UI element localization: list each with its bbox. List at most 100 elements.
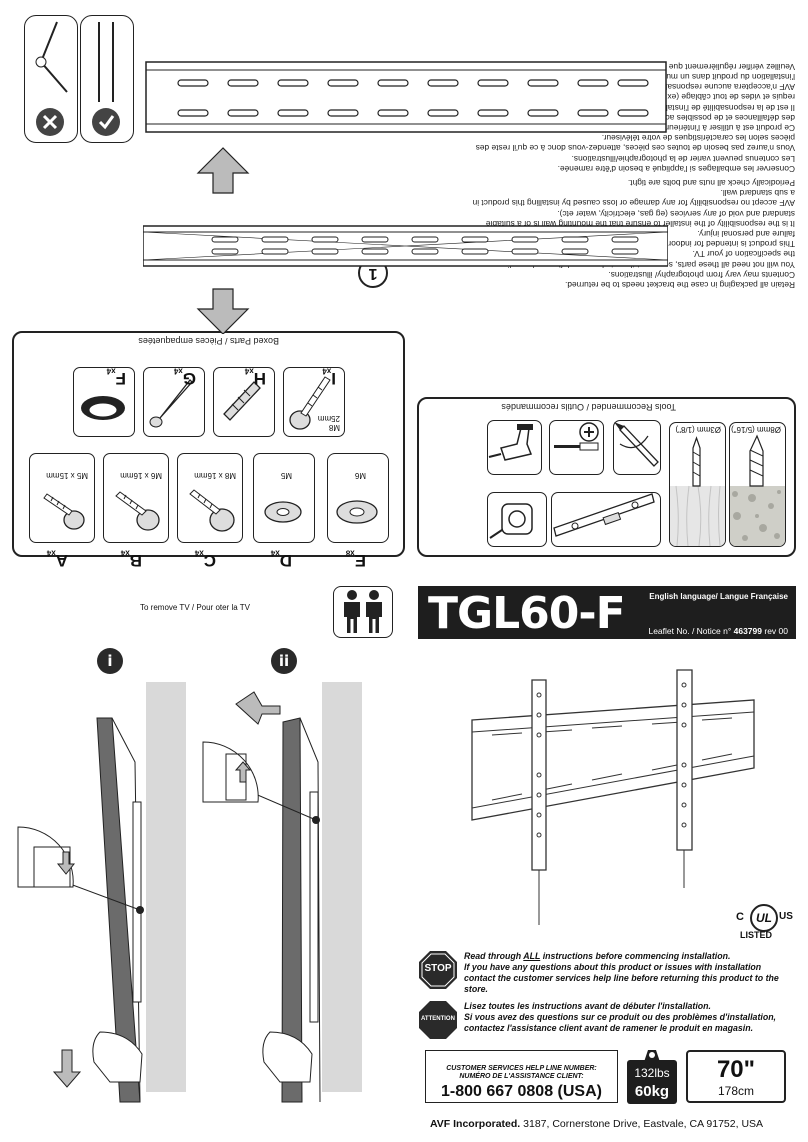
drill-bit-wood: Ø3mm (1/8") <box>669 422 726 547</box>
drill-bit-masonry: Ø8mm (5/16") <box>729 422 786 547</box>
part-a-letter: Ax4 <box>46 548 68 570</box>
two-person-lift-icon <box>333 586 393 638</box>
max-weight-badge: 132lbs 60kg <box>627 1060 677 1104</box>
ul-listed-text: LISTED <box>740 930 773 940</box>
weight-lbs: 132lbs <box>634 1066 670 1080</box>
parts-panel: Boxed Parts / Pièces empaquetées M6 Ex8 … <box>12 331 405 570</box>
leaflet-code: 463799 <box>733 626 762 636</box>
part-e-spec: M6 <box>354 471 366 480</box>
company-footer: AVF Incorporated. 3187, Cornerstone Driv… <box>430 1118 763 1130</box>
spirit-level-icon <box>553 493 655 537</box>
part-c-tile: M8 x 16mm Cx4 <box>177 453 243 570</box>
correct-fixing-tile <box>80 15 134 143</box>
drill-tool-tile <box>487 420 542 475</box>
part-c-spec: M8 x 16mm <box>194 471 236 480</box>
part-a-spec: M5 x 15mm <box>46 471 88 480</box>
company-address: 3187, Cornerstone Drive, Eastvale, CA 91… <box>523 1118 764 1130</box>
instr-en-pre: Read through <box>464 951 524 961</box>
masonry-bit-icon <box>729 434 785 546</box>
wall-plate-side-view <box>143 147 668 334</box>
bolt-m8-icon <box>189 489 235 532</box>
help-phone-number[interactable]: 1-800 667 0808 (USA) <box>441 1083 602 1100</box>
instr-fr-line1: Lisez toutes les instructions avant de d… <box>464 1001 711 1011</box>
tape-measure-icon <box>489 503 533 539</box>
company-name: AVF Incorporated. <box>430 1118 521 1130</box>
remove-tv-diagram <box>17 682 362 1103</box>
bolt-m6-icon <box>115 491 160 531</box>
level-tool-tile <box>551 492 661 547</box>
language-label: English language/ Langue Française <box>649 592 788 601</box>
pencil-tool-tile <box>613 420 661 475</box>
weight-handle-icon <box>644 1050 660 1062</box>
ul-listed-mark: C UL US <box>736 903 793 953</box>
part-f-letter: Fx4 <box>106 366 126 388</box>
help-line-box: CUSTOMER SERVICES HELP LINE NUMBER: NUMÉ… <box>425 1050 618 1103</box>
stop-sign-label: STOP <box>424 963 452 974</box>
part-e-letter: Ex8 <box>345 548 366 570</box>
leaflet-number: Leaflet No. / Notice n° 463799 rev 00 <box>648 626 788 636</box>
part-i-tile: M8 25mm Ix4 <box>283 367 345 437</box>
spacer-ring-icon <box>81 396 125 420</box>
washer-small-icon <box>264 501 302 523</box>
part-b-spec: M6 x 16mm <box>120 471 162 480</box>
instructions-french: Lisez toutes les instructions avant de d… <box>464 1001 794 1034</box>
screen-size-cm: 178cm <box>717 1084 755 1098</box>
instructions-english: Read through ALL instructions before com… <box>464 951 794 995</box>
rotated-frame: Tools Recommended / Outils recommandés Ø… <box>12 15 796 570</box>
incorrect-fixing-tile <box>24 15 78 143</box>
step-ii-badge: ii <box>271 648 297 674</box>
wall-plate-top-view <box>145 61 667 133</box>
title-bar: TGL60-F English language/ Langue Françai… <box>418 586 796 639</box>
part-i-letter: Ix4 <box>322 366 336 388</box>
masonry-bit-label: Ø8mm (5/16") <box>731 425 781 434</box>
ul-c: C <box>736 911 744 923</box>
part-a-tile: M5 x 15mm Ax4 <box>29 453 95 570</box>
wall-plug-icon <box>223 381 261 421</box>
part-d-tile: M5 Dx4 <box>253 453 315 570</box>
part-d-letter: Dx4 <box>270 548 292 570</box>
instr-en-all: ALL <box>523 951 541 961</box>
part-d-spec: M5 <box>280 471 292 480</box>
help-label-en: CUSTOMER SERVICES HELP LINE NUMBER: <box>446 1065 597 1072</box>
part-e-tile: M6 Ex8 <box>327 453 389 570</box>
pencil-icon <box>614 422 659 467</box>
remove-tv-title: To remove TV / Pour oter la TV <box>140 603 250 612</box>
screw-icon <box>149 379 193 428</box>
instr-en-rest: If you have any questions about this pro… <box>464 962 779 994</box>
screwdriver-icon <box>554 422 599 451</box>
instr-fr-rest: Si vous avez des questions sur ce produi… <box>464 1012 777 1033</box>
bracket-illustration <box>471 669 755 925</box>
ul-us: US <box>779 911 793 922</box>
step-i-badge: i <box>97 648 123 674</box>
tools-title: Tools Recommended / Outils recommandés <box>501 402 676 412</box>
ul-ul: UL <box>756 911 772 925</box>
part-b-letter: Bx4 <box>120 548 142 570</box>
wood-bit-label: Ø3mm (1/8") <box>675 425 721 434</box>
attention-sign-label: ATTENTION <box>421 1016 455 1022</box>
incorrect-fixing-icon <box>35 21 68 136</box>
screwdriver-tool-tile <box>549 420 604 475</box>
correct-fixing-icon <box>92 22 120 136</box>
wood-bit-icon <box>669 436 725 547</box>
part-h-letter: Hx4 <box>244 366 266 388</box>
help-label-fr: NUMÉRO DE L'ASSISTANCE CLIENT: <box>459 1073 584 1080</box>
power-drill-icon <box>488 424 533 461</box>
part-f-tile: Fx4 <box>73 367 135 437</box>
stop-sign-icon <box>419 951 457 989</box>
screen-size-inches: 70" <box>716 1056 756 1083</box>
leaflet-rev: rev 00 <box>764 626 788 636</box>
part-b-tile: M6 x 16mm Bx4 <box>103 453 169 570</box>
part-c-letter: Cx4 <box>194 548 216 570</box>
max-screen-size: 70" 178cm <box>686 1050 786 1103</box>
tape-tool-tile <box>487 492 547 547</box>
bolt-m5-icon <box>43 493 85 530</box>
part-h-tile: Hx4 <box>213 367 275 437</box>
coach-bolt-icon <box>289 376 331 430</box>
tools-panel: Tools Recommended / Outils recommandés Ø… <box>417 397 796 557</box>
upside-down-section: Tools Recommended / Outils recommandés Ø… <box>12 15 796 570</box>
part-i-spec: M8 25mm <box>317 414 340 432</box>
weight-kg: 60kg <box>634 1083 670 1100</box>
part-g-tile: Gx4 <box>143 367 205 437</box>
attention-sign-icon <box>419 1001 457 1039</box>
part-g-letter: Gx4 <box>173 366 196 388</box>
